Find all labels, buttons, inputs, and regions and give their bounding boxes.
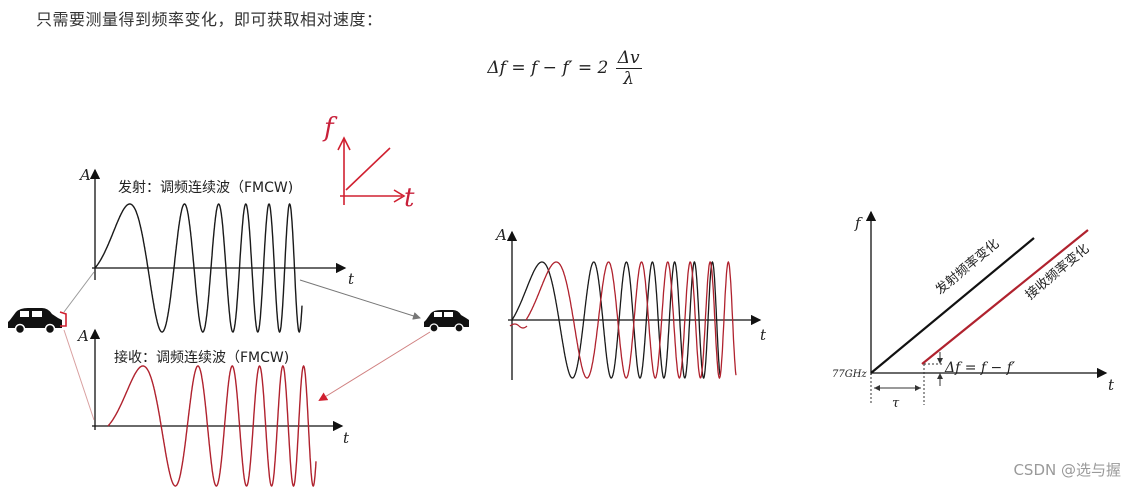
freq-x-label: t xyxy=(1108,376,1115,394)
car-left-icon xyxy=(8,308,62,335)
rx-caption: 接收：调频连续波（FMCW) xyxy=(114,349,289,366)
rx-chirp-wave xyxy=(107,364,317,488)
overlay-rx-wave xyxy=(525,260,737,379)
delay-label: τ xyxy=(892,396,900,411)
watermark: CSDN @选与握 xyxy=(1013,461,1121,479)
delta-arrowheads xyxy=(937,358,943,379)
car-right-icon xyxy=(424,310,469,333)
delta-f-label: Δf = f − f′ xyxy=(944,360,1016,376)
rx-feed-line xyxy=(63,329,95,421)
handwritten-ft-sketch: f t xyxy=(322,113,415,213)
tx-freq-line xyxy=(870,237,1035,374)
overlay-y-label: A xyxy=(494,226,507,244)
formula-fraction: Δv λ xyxy=(615,48,642,89)
rx-propagation-arrow xyxy=(318,331,431,402)
handwritten-t: t xyxy=(404,183,415,213)
rx-freq-line-label: 接收频率变化 xyxy=(1022,241,1092,303)
rx-x-label: t xyxy=(343,429,350,447)
tx-chirp-wave xyxy=(94,202,303,334)
tx-propagation-arrow xyxy=(299,279,421,320)
start-freq-label: 77GHz xyxy=(832,369,867,380)
delay-squiggle xyxy=(509,323,528,329)
rx-freq-line xyxy=(921,229,1089,365)
rx-panel: A t 接收：调频连续波（FMCW) xyxy=(76,327,350,488)
formula-numerator: Δv xyxy=(615,48,642,69)
handwritten-f: f xyxy=(322,113,338,143)
tx-freq-line-label: 发射频率变化 xyxy=(932,236,1002,298)
rx-y-label: A xyxy=(76,327,89,345)
overlay-tx-wave xyxy=(511,260,721,379)
freq-y-label: f xyxy=(854,214,863,232)
tx-x-label: t xyxy=(348,270,355,288)
intro-text: 只需要测量得到频率变化，即可获取相对速度： xyxy=(36,10,383,29)
radar-marker-icon xyxy=(59,311,67,327)
tx-panel: A t 发射：调频连续波（FMCW) xyxy=(78,166,355,334)
overlay-panel: A t xyxy=(494,226,767,380)
tx-caption: 发射：调频连续波（FMCW) xyxy=(118,179,293,196)
formula-lhs: Δf = f − f′ = 2 xyxy=(487,58,609,78)
tx-emit-line xyxy=(63,271,95,313)
tx-y-label: A xyxy=(78,166,91,184)
freq-panel: f t 77GHz 发射频率变化 接收频率变化 τ Δf = f − f′ xyxy=(832,210,1115,411)
overlay-x-label: t xyxy=(760,326,767,344)
doppler-formula: Δf = f − f′ = 2 Δv λ xyxy=(0,48,1129,89)
formula-denominator: λ xyxy=(623,69,635,89)
